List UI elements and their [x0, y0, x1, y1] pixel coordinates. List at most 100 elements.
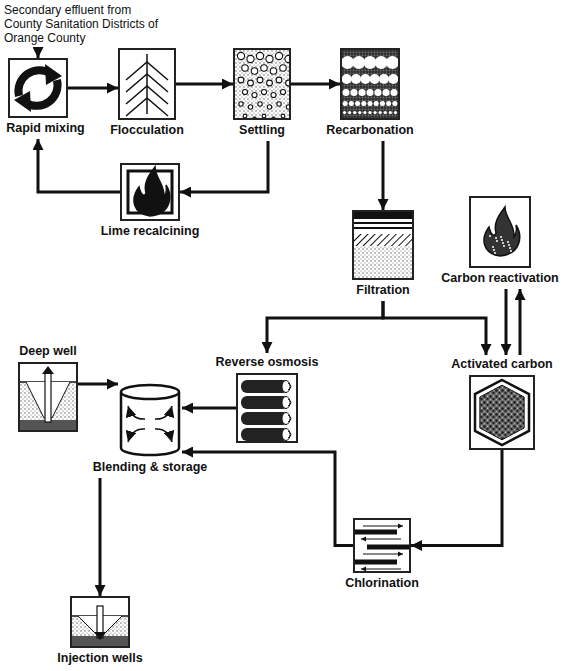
icon-part: [128, 167, 172, 216]
icon-part: [241, 380, 291, 441]
icon-part: [18, 70, 50, 96]
icon-part: [128, 429, 145, 442]
icon-part: [281, 114, 285, 118]
icon-part: [241, 380, 289, 393]
icon-part: [42, 366, 54, 374]
icon-part: [72, 606, 128, 646]
icon-part: [354, 212, 412, 219]
icon-part: [354, 222, 412, 224]
icon-part: [237, 52, 244, 59]
source-label: Secondary effluent from County Sanitatio…: [4, 3, 172, 45]
node-label: Carbon reactivation: [441, 271, 558, 286]
node-label: Reverse osmosis: [216, 355, 319, 370]
icon-part: [342, 50, 398, 118]
icon-part: [353, 111, 356, 114]
icon-part: [380, 101, 385, 106]
icon-part: [267, 105, 271, 109]
icon-part: [368, 111, 371, 114]
process-icon: [354, 212, 412, 278]
node-label: Activated carbon: [451, 357, 552, 372]
node-label: Recarbonation: [326, 123, 414, 138]
node-label: Flocculation: [110, 123, 184, 138]
icon-part: [277, 102, 281, 106]
flow-arrow: [382, 141, 385, 210]
process-box: Activated carbon: [448, 357, 556, 450]
icon-part: [354, 246, 412, 278]
icon-part: [494, 252, 496, 254]
flow-arrow: [411, 450, 502, 546]
icon-frame: [233, 48, 291, 120]
icon-part: [354, 227, 412, 229]
icon-part: [241, 428, 289, 441]
icon-part: [20, 366, 76, 430]
icon-part: [355, 530, 397, 535]
icon-part: [271, 92, 276, 97]
icon-part: [389, 111, 392, 114]
process-box: Reverse osmosis: [213, 355, 322, 443]
icon-part: [262, 114, 266, 118]
icon-part: [242, 65, 249, 72]
node-label: Blending & storage: [93, 460, 208, 475]
icon-part: [45, 372, 51, 422]
icon-part: [238, 77, 244, 83]
icon-part: [276, 77, 282, 83]
icon-part: [288, 431, 291, 438]
icon-part: [134, 167, 170, 216]
icon-part: [241, 412, 289, 425]
icon-part: [343, 111, 346, 114]
icon-part: [392, 101, 397, 106]
icon-part: [126, 74, 168, 92]
icon-part: [14, 91, 31, 112]
icon-part: [121, 392, 179, 455]
icon-part: [349, 101, 354, 106]
icon-part: [361, 101, 366, 106]
icon-part: [270, 68, 277, 75]
icon-part: [288, 399, 291, 406]
icon-part: [282, 429, 290, 441]
icon-part: [375, 89, 382, 96]
icon-part: [502, 242, 504, 244]
icon-part: [501, 239, 503, 241]
flow-arrow: [182, 407, 236, 410]
icon-part: [128, 406, 145, 419]
icon-part: [480, 385, 524, 440]
icon-part: [355, 101, 360, 106]
icon-part: [388, 74, 398, 84]
icon-frame: [120, 163, 180, 221]
process-icon: [118, 383, 182, 457]
icon-part: [367, 545, 409, 550]
flow-arrow: [383, 301, 486, 355]
icon-part: [126, 62, 168, 80]
icon-part: [348, 111, 351, 114]
icon-part: [507, 241, 509, 243]
icon-part: [288, 383, 291, 390]
icon-part: [354, 212, 412, 278]
process-box: Recarbonation: [323, 48, 417, 138]
icon-part: [361, 567, 366, 572]
flow-arrow: [519, 289, 522, 355]
icon-part: [94, 632, 106, 640]
flow-arrow: [37, 48, 40, 58]
icon-part: [364, 56, 377, 69]
icon-part: [126, 54, 168, 116]
icon-part: [155, 429, 172, 442]
icon-part: [375, 56, 388, 69]
icon-part: [484, 207, 520, 256]
node-label: Injection wells: [57, 651, 142, 666]
icon-frame: [353, 518, 411, 573]
process-icon: [72, 598, 128, 646]
icon-part: [394, 111, 397, 114]
process-box: Flocculation: [107, 48, 187, 138]
flow-arrow: [99, 478, 102, 596]
node-label: Chlorination: [345, 576, 419, 591]
node-label: Rapid mixing: [6, 121, 84, 136]
storage-tank: Blending & storage: [90, 383, 211, 475]
flow-arrow: [182, 452, 353, 546]
icon-part: [492, 246, 494, 248]
node-label: Filtration: [356, 283, 409, 298]
icon-frame: [18, 362, 78, 432]
process-icon: [122, 165, 178, 219]
icon-part: [253, 117, 257, 118]
icon-part: [359, 89, 366, 96]
